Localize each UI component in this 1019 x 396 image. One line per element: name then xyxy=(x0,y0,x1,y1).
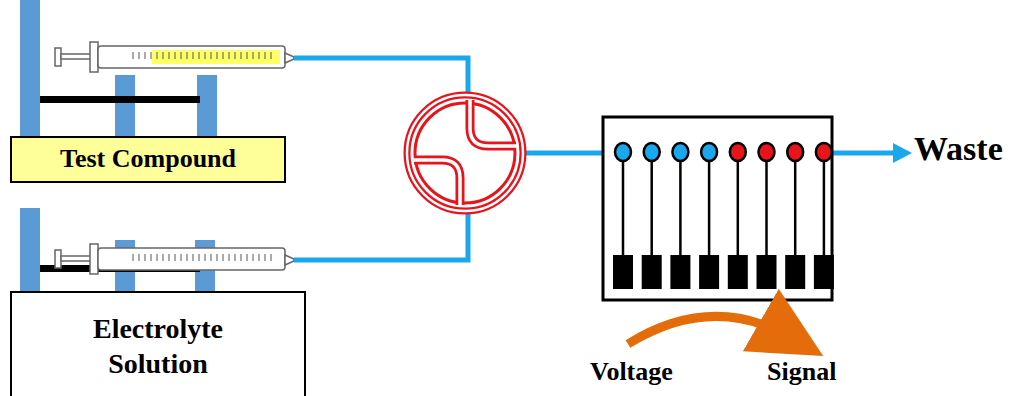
electrode-pad xyxy=(699,255,719,289)
electrode-pad xyxy=(642,255,662,289)
electrode-wire xyxy=(708,160,711,256)
electrode-pad xyxy=(814,255,834,289)
conversion-arrow xyxy=(628,316,792,344)
arrow-head xyxy=(893,143,912,163)
electrode-wire xyxy=(737,160,740,256)
syringe-pump-bottom xyxy=(20,208,294,291)
reagent-box: Test Compound xyxy=(10,136,286,183)
box-label: Electrolyte Solution xyxy=(63,311,253,381)
reagent-box: Electrolyte Solution xyxy=(10,291,306,396)
electrode-wire xyxy=(650,160,653,256)
box-label: Test Compound xyxy=(60,143,236,176)
electrode-tip xyxy=(730,143,746,161)
sensor-array xyxy=(603,117,834,300)
electrode-tip xyxy=(759,143,775,161)
electrode-tip xyxy=(787,143,803,161)
electrode-tip xyxy=(615,143,631,161)
outlet-label: Waste xyxy=(914,130,1003,168)
output-label: Signal xyxy=(767,357,836,387)
electrode-wire xyxy=(794,160,797,256)
electrode-pad xyxy=(728,255,748,289)
mixing-valve xyxy=(407,95,523,211)
electrode-wire xyxy=(622,160,625,256)
electrode-pad xyxy=(757,255,777,289)
input-label: Voltage xyxy=(590,357,673,387)
electrode-tip xyxy=(672,143,688,161)
electrode-pad xyxy=(613,255,633,289)
electrode-pad xyxy=(670,255,690,289)
electrode-wire xyxy=(679,160,682,256)
electrode-wire xyxy=(765,160,768,256)
electrode-pad xyxy=(785,255,805,289)
electrode-tip xyxy=(701,143,717,161)
electrode-tip xyxy=(644,143,660,161)
electrode-wire xyxy=(823,160,826,256)
electrode-tip xyxy=(816,143,832,161)
syringe-pump-top xyxy=(20,0,294,136)
